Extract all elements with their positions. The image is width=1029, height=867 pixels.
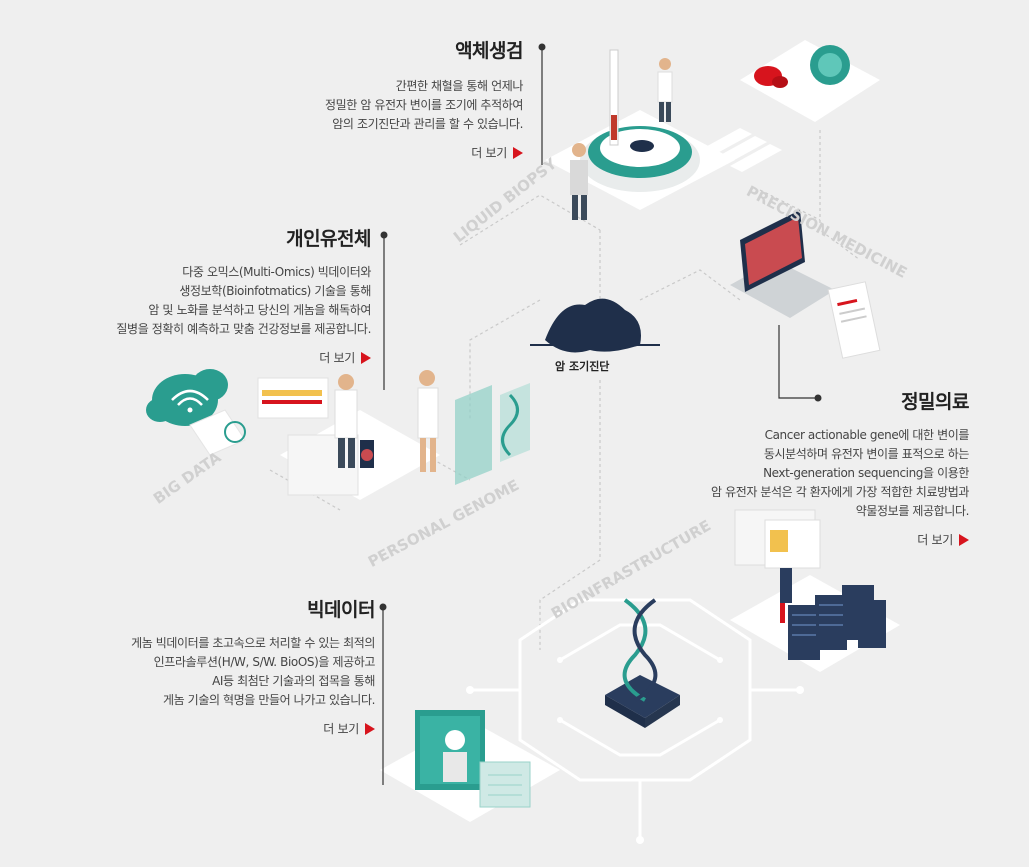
more-link-precision-medicine[interactable]: 더 보기 [917,531,969,548]
section-description: 간편한 채혈을 통해 언제나 정밀한 암 유전자 변이를 조기에 추적하여 암의… [325,79,523,131]
dna-scene [605,598,680,728]
more-link-personal-genome[interactable]: 더 보기 [319,349,371,366]
section-liquid-biopsy: 액체생검 간편한 채혈을 통해 언제나 정밀한 암 유전자 변이를 조기에 추적… [325,36,523,161]
section-personal-genome: 개인유전체 다중 오믹스(Multi-Omics) 빅데이터와 생정보학(Bio… [116,224,371,366]
section-title: 개인유전체 [286,228,371,250]
tumour-scene [530,298,660,353]
big-data-scene [146,369,246,456]
play-arrow-icon [361,351,371,364]
virus-card [740,40,880,122]
section-title: 빅데이터 [307,599,375,621]
section-title: 정밀의료 [901,391,969,413]
more-link-liquid-biopsy[interactable]: 더 보기 [471,144,523,161]
ai-robot-scene [380,710,560,822]
play-arrow-icon [959,533,969,546]
section-description: 게놈 빅데이터를 초고속으로 처리할 수 있는 최적의 인프라솔루션(H/W, … [131,636,375,707]
section-big-data: 빅데이터 게놈 빅데이터를 초고속으로 처리할 수 있는 최적의 인프라솔루션(… [131,595,375,737]
personal-genome-scene [257,370,530,500]
play-arrow-icon [513,146,523,159]
section-description: Cancer actionable gene에 대한 변이를 동시분석하며 유전… [711,428,969,518]
server-scene [730,509,900,672]
laptop-scene [730,210,881,359]
section-description: 다중 오믹스(Multi-Omics) 빅데이터와 생정보학(Bioinfotm… [116,265,371,336]
section-precision-medicine: 정밀의료 Cancer actionable gene에 대한 변이를 동시분석… [711,387,969,548]
play-arrow-icon [365,722,375,735]
liquid-biopsy-scene [545,49,782,220]
more-link-big-data[interactable]: 더 보기 [323,720,375,737]
section-title: 액체생검 [455,40,523,62]
diagram-label-early-diagnosis: 암 조기진단 [555,360,610,373]
